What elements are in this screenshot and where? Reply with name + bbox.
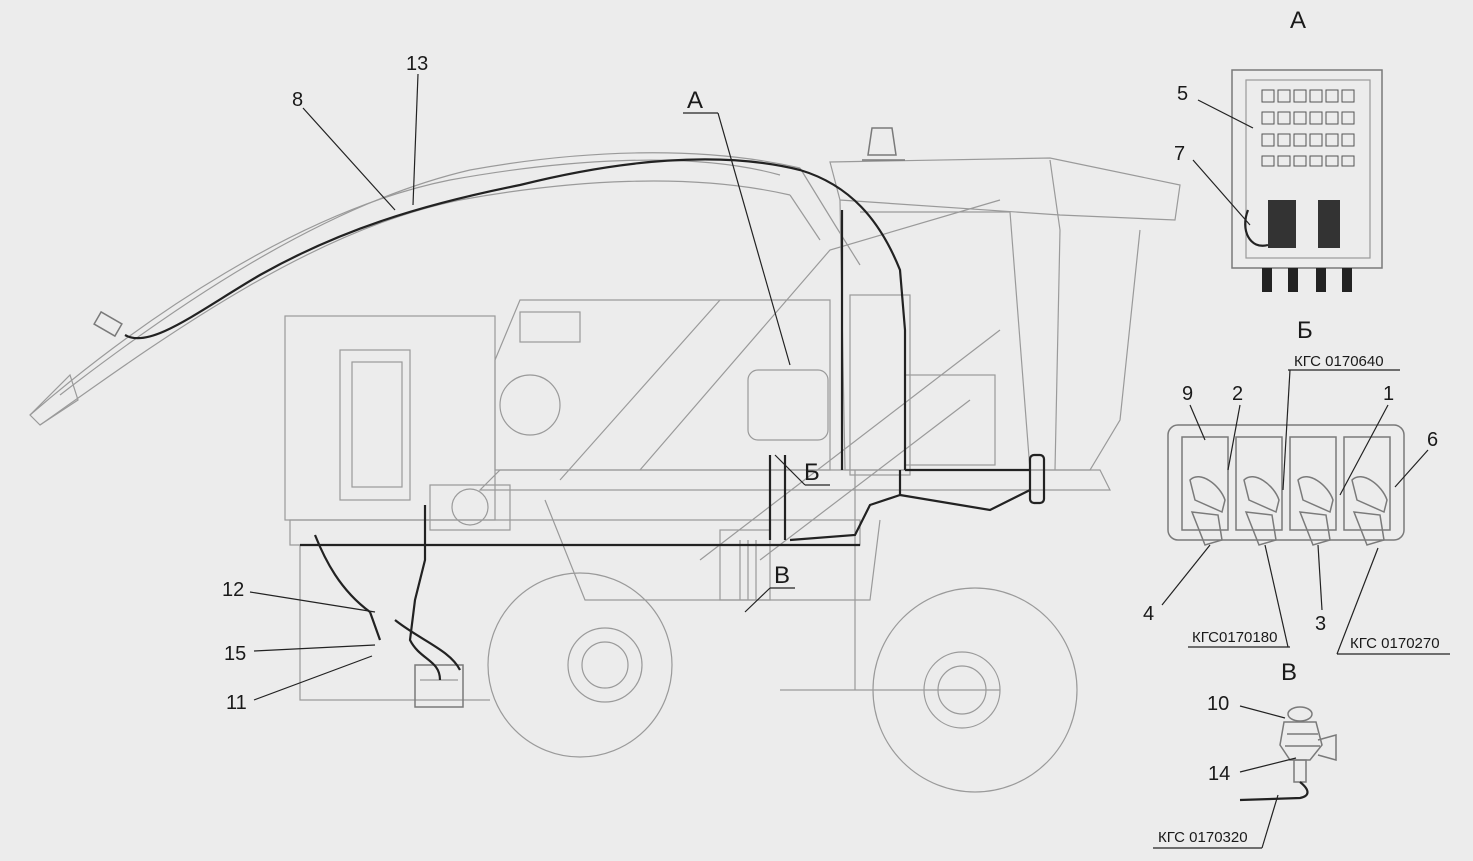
callout-1: 1 <box>1383 383 1394 405</box>
callout-7: 7 <box>1174 143 1185 165</box>
callout-14: 14 <box>1208 763 1230 785</box>
callout-5: 5 <box>1177 83 1188 105</box>
callout-4: 4 <box>1143 603 1154 625</box>
rear-wheel <box>487 572 673 758</box>
main-view-callouts: 8 13 12 15 11 А Б В <box>222 53 830 714</box>
detail-v-title: В <box>1281 659 1297 686</box>
discharge-spout <box>29 152 861 426</box>
detail-v: В 10 14 КГС 0170320 <box>1153 659 1337 849</box>
socket-assembly <box>1239 706 1337 802</box>
rocker-switch-1 <box>1181 436 1229 546</box>
callout-2: 2 <box>1232 383 1243 405</box>
fuse-blocks <box>1261 89 1355 167</box>
callout-11: 11 <box>226 692 247 714</box>
callout-6: 6 <box>1427 429 1438 451</box>
section-mark-a: А <box>687 87 703 114</box>
wiring-harness <box>124 158 1046 681</box>
code-kgs-0170180: КГС0170180 <box>1192 629 1277 646</box>
code-kgs-0170640: КГС 0170640 <box>1294 353 1384 370</box>
callout-9: 9 <box>1182 383 1193 405</box>
callout-8: 8 <box>292 89 303 111</box>
fuse-box-frame <box>1231 69 1383 269</box>
detail-b-title: Б <box>1297 317 1313 344</box>
callout-12: 12 <box>222 579 244 601</box>
callout-3: 3 <box>1315 613 1326 635</box>
switch-panel <box>1167 424 1405 546</box>
cab <box>829 127 1181 471</box>
fuse-box-connectors <box>1244 200 1352 292</box>
rocker-switch-2 <box>1235 436 1283 546</box>
rocker-switch-3 <box>1289 436 1337 546</box>
rocker-switch-4 <box>1343 436 1391 546</box>
detail-a-title: А <box>1290 7 1306 34</box>
callout-15: 15 <box>224 643 246 665</box>
engine-body <box>284 199 1111 701</box>
callout-10: 10 <box>1207 693 1229 715</box>
section-mark-b: Б <box>804 459 820 486</box>
section-mark-v: В <box>774 562 790 589</box>
detail-b: Б 9 2 <box>1143 317 1450 655</box>
code-kgs-0170320: КГС 0170320 <box>1158 829 1248 846</box>
code-kgs-0170270: КГС 0170270 <box>1350 635 1440 652</box>
detail-a: А 5 7 <box>1174 7 1383 292</box>
callout-13: 13 <box>406 53 428 75</box>
machine-side-view <box>29 127 1181 793</box>
